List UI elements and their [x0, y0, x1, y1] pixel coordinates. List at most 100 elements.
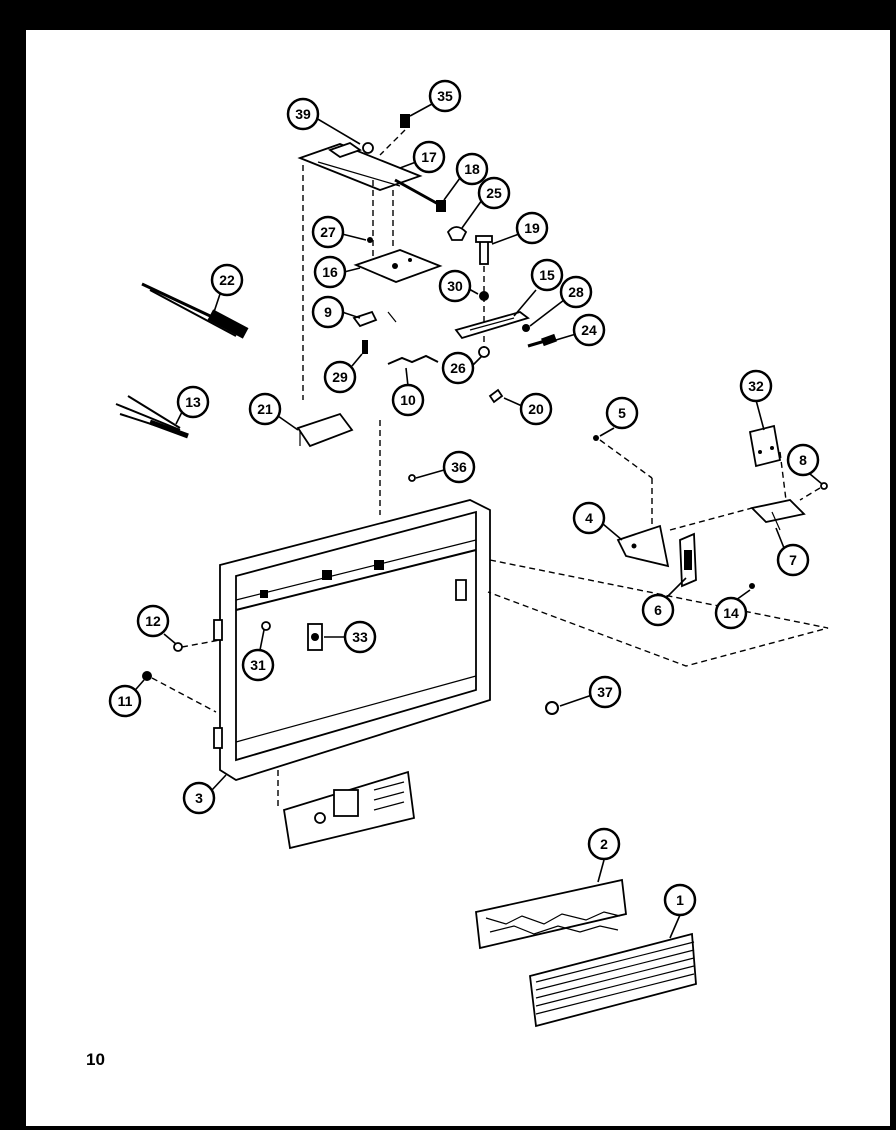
callout-36: 36 — [442, 450, 476, 484]
callout-31: 31 — [241, 648, 275, 682]
latch-9 — [352, 310, 397, 328]
nut-30 — [479, 291, 489, 301]
svg-text:39: 39 — [295, 106, 311, 122]
control-board — [282, 770, 415, 850]
svg-text:24: 24 — [581, 322, 597, 338]
callout-2: 2 — [587, 827, 621, 861]
svg-text:7: 7 — [789, 552, 797, 568]
callout-6: 6 — [641, 593, 675, 627]
callout-21: 21 — [248, 392, 282, 426]
screw-36 — [408, 474, 416, 482]
latch-bracket-7 — [750, 499, 806, 531]
bracket-4 — [616, 524, 670, 568]
svg-text:8: 8 — [799, 452, 807, 468]
callout-11: 11 — [108, 684, 142, 718]
callout-3: 3 — [182, 781, 216, 815]
callout-13: 13 — [176, 385, 210, 419]
wire-harness-22 — [141, 282, 249, 339]
screw-14 — [749, 583, 755, 589]
svg-text:2: 2 — [600, 836, 608, 852]
callout-16: 16 — [313, 255, 347, 289]
svg-text:29: 29 — [332, 369, 348, 385]
clip-20 — [488, 388, 504, 404]
screw-24 — [527, 333, 557, 348]
callout-35: 35 — [428, 79, 462, 113]
filter-panel-2 — [475, 878, 627, 950]
callout-17: 17 — [412, 140, 446, 174]
screw-35 — [400, 114, 410, 128]
grille-1 — [529, 932, 697, 1028]
svg-text:37: 37 — [597, 684, 613, 700]
callout-33: 33 — [343, 620, 377, 654]
svg-text:21: 21 — [257, 401, 273, 417]
svg-text:22: 22 — [219, 272, 235, 288]
svg-text:3: 3 — [195, 790, 203, 806]
callout-7: 7 — [776, 543, 810, 577]
grommet-11 — [142, 671, 152, 681]
svg-text:25: 25 — [486, 185, 502, 201]
top-mounting-plate — [297, 141, 423, 191]
callout-9: 9 — [311, 295, 345, 329]
bolt-18 — [394, 178, 446, 212]
svg-text:20: 20 — [528, 401, 544, 417]
svg-text:14: 14 — [723, 605, 739, 621]
callout-1: 1 — [663, 883, 697, 917]
callout-37: 37 — [588, 675, 622, 709]
svg-text:30: 30 — [447, 278, 463, 294]
svg-text:36: 36 — [451, 459, 467, 475]
svg-text:16: 16 — [322, 264, 338, 280]
svg-text:5: 5 — [618, 405, 626, 421]
pin-19 — [475, 235, 493, 265]
leader-lines — [129, 103, 823, 939]
svg-text:27: 27 — [320, 224, 336, 240]
callout-18: 18 — [455, 152, 489, 186]
ring-37 — [545, 701, 559, 715]
svg-text:18: 18 — [464, 161, 480, 177]
callout-10: 10 — [391, 383, 425, 417]
svg-text:12: 12 — [145, 613, 161, 629]
svg-text:11: 11 — [118, 693, 133, 709]
callout-30: 30 — [438, 269, 472, 303]
svg-text:35: 35 — [437, 88, 453, 104]
screw-31 — [261, 621, 271, 631]
screw-8 — [820, 482, 828, 490]
svg-text:31: 31 — [250, 657, 266, 673]
svg-text:17: 17 — [421, 149, 437, 165]
clip-25 — [446, 226, 468, 241]
svg-text:28: 28 — [568, 284, 584, 300]
callout-19: 19 — [515, 211, 549, 245]
callout-8: 8 — [786, 443, 820, 477]
callout-27: 27 — [311, 215, 345, 249]
callout-28: 28 — [559, 275, 593, 309]
nut-26 — [478, 346, 490, 358]
svg-text:1: 1 — [676, 892, 684, 908]
svg-text:15: 15 — [539, 267, 555, 283]
washer-28 — [522, 324, 530, 332]
callout-26: 26 — [441, 351, 475, 385]
svg-text:19: 19 — [524, 220, 540, 236]
lever-15 — [454, 311, 530, 340]
callout-12: 12 — [136, 604, 170, 638]
svg-text:10: 10 — [400, 392, 416, 408]
callout-39: 39 — [286, 97, 320, 131]
callout-24: 24 — [572, 313, 606, 347]
svg-text:9: 9 — [324, 304, 332, 320]
plate-32 — [748, 424, 782, 468]
svg-text:6: 6 — [654, 602, 662, 618]
callout-20: 20 — [519, 392, 553, 426]
page-number: 10 — [86, 1050, 105, 1069]
knob-33 — [307, 623, 323, 651]
callout-5: 5 — [605, 396, 639, 430]
callout-29: 29 — [323, 360, 357, 394]
svg-text:26: 26 — [450, 360, 466, 376]
callout-14: 14 — [714, 596, 748, 630]
svg-text:13: 13 — [185, 394, 201, 410]
callout-4: 4 — [572, 501, 606, 535]
spring-10 — [387, 354, 439, 365]
svg-text:33: 33 — [352, 629, 368, 645]
screw-5 — [593, 435, 599, 441]
svg-text:4: 4 — [585, 510, 593, 526]
svg-text:32: 32 — [748, 378, 764, 394]
callout-32: 32 — [739, 369, 773, 403]
